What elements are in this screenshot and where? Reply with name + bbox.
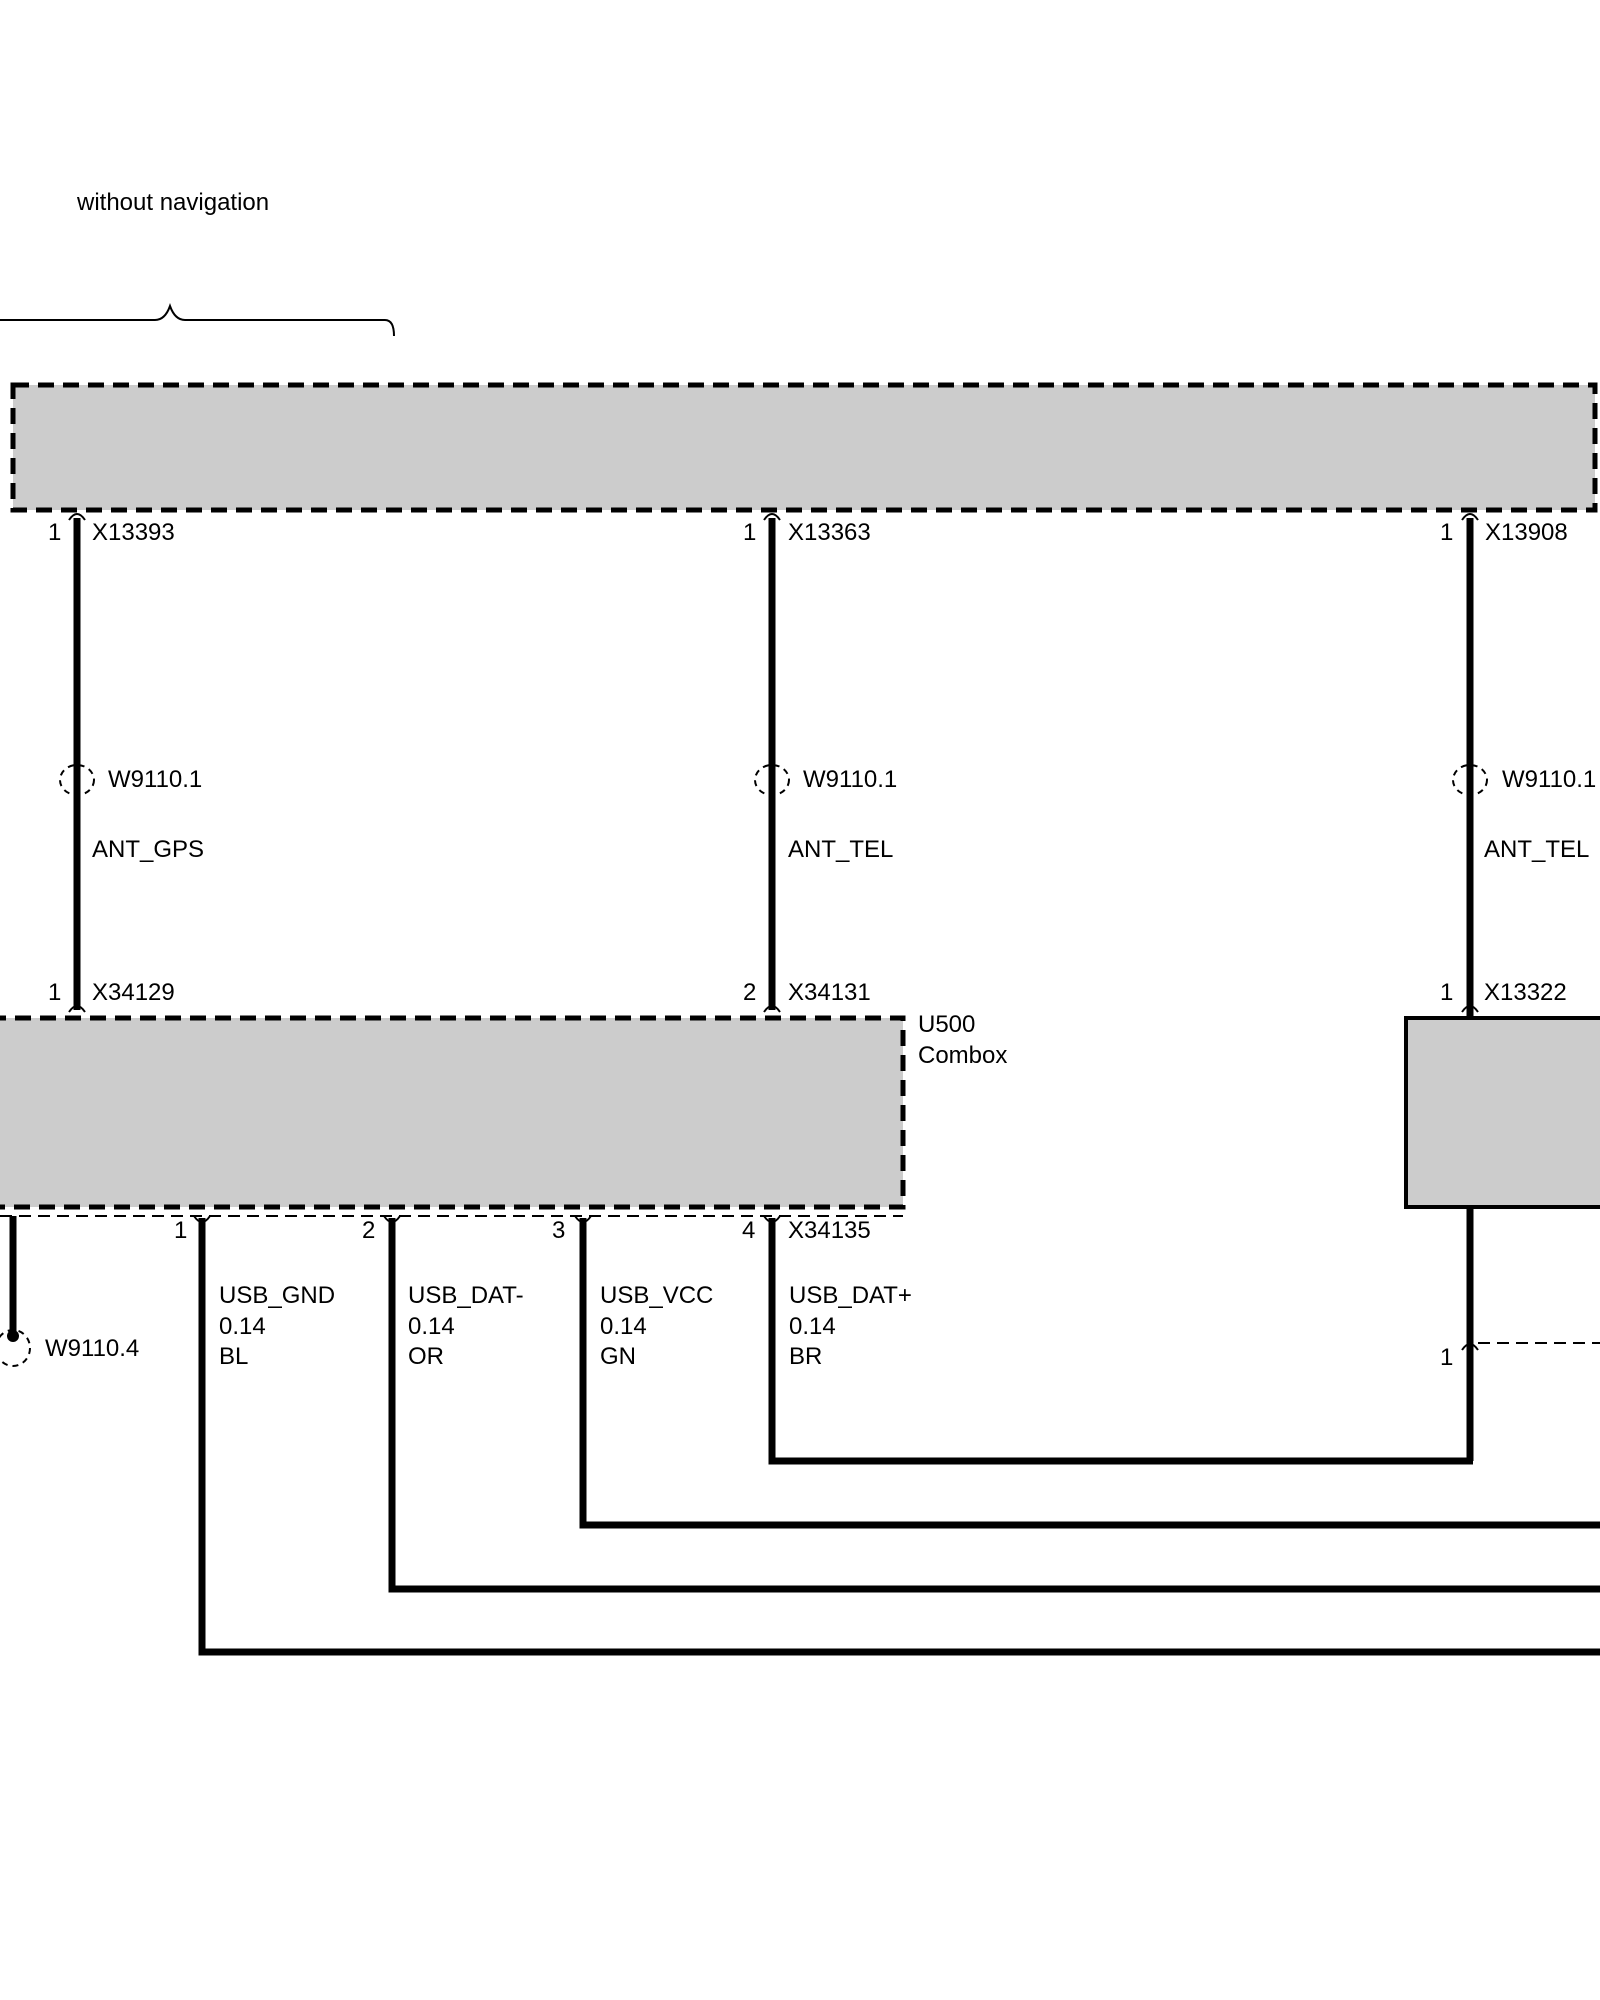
connector-label: X13363 (788, 519, 871, 546)
usb-wire-dat-plus: 4 X34135 USB_DAT+ 0.14 BR (742, 1215, 1473, 1465)
signal-label: ANT_TEL (1484, 836, 1589, 863)
ground-shield-label: W9110.4 (45, 1335, 139, 1362)
signal-label: USB_GND (219, 1282, 335, 1309)
usb-wire-dat-minus: 2 USB_DAT- 0.14 OR (362, 1215, 1600, 1593)
combox-id: U500 (918, 1011, 975, 1038)
size-label: 0.14 (600, 1313, 647, 1340)
connector-label: X13908 (1485, 519, 1568, 546)
pin-label: 1 (48, 979, 61, 1006)
antenna-wire-tel: 1 X13363 W9110.1 ANT_TEL 2 X34131 (743, 513, 897, 1013)
signal-label: ANT_TEL (788, 836, 893, 863)
connector-label: X34129 (92, 979, 175, 1006)
size-label: 0.14 (789, 1313, 836, 1340)
color-label: GN (600, 1343, 636, 1370)
connector-label: X34131 (788, 979, 871, 1006)
pin-label: 1 (1440, 979, 1453, 1006)
right-component (1404, 1016, 1600, 1209)
pin-label: 1 (1440, 1344, 1453, 1371)
color-label: OR (408, 1343, 444, 1370)
color-label: BL (219, 1343, 248, 1370)
pin-label: 1 (743, 519, 756, 546)
shield-label: W9110.1 (803, 766, 897, 793)
antenna-wire-tel-right: 1 X13908 W9110.1 ANT_TEL 1 X13322 (1440, 513, 1596, 1461)
pin-label: 1 (48, 519, 61, 546)
usb-wire-gnd: 1 USB_GND 0.14 BL (174, 1215, 1600, 1656)
variant-note: without navigation (76, 189, 269, 216)
connector-label: X13393 (92, 519, 175, 546)
pin-label: 1 (174, 1217, 187, 1244)
size-label: 0.14 (219, 1313, 266, 1340)
pin-label: 4 (742, 1217, 755, 1244)
size-label: 0.14 (408, 1313, 455, 1340)
pin-label: 2 (743, 979, 756, 1006)
top-component (10, 382, 1598, 513)
pin-label: 3 (552, 1217, 565, 1244)
signal-label: USB_DAT- (408, 1282, 524, 1309)
usb-wire-vcc: 3 USB_VCC 0.14 GN (552, 1215, 1600, 1529)
combox-component (0, 1015, 906, 1210)
shield-label: W9110.1 (108, 766, 202, 793)
pin-label: 1 (1440, 519, 1453, 546)
antenna-wire-gps: 1 X13393 W9110.1 ANT_GPS 1 X34129 (48, 513, 204, 1013)
combox-name: Combox (918, 1042, 1007, 1069)
signal-label: USB_VCC (600, 1282, 713, 1309)
connector-label: X34135 (788, 1217, 871, 1244)
signal-label: ANT_GPS (92, 836, 204, 863)
signal-label: USB_DAT+ (789, 1282, 912, 1309)
color-label: BR (789, 1343, 822, 1370)
shield-label: W9110.1 (1502, 766, 1596, 793)
variant-brace (0, 303, 395, 337)
connector-label: X13322 (1484, 979, 1567, 1006)
pin-label: 2 (362, 1217, 375, 1244)
